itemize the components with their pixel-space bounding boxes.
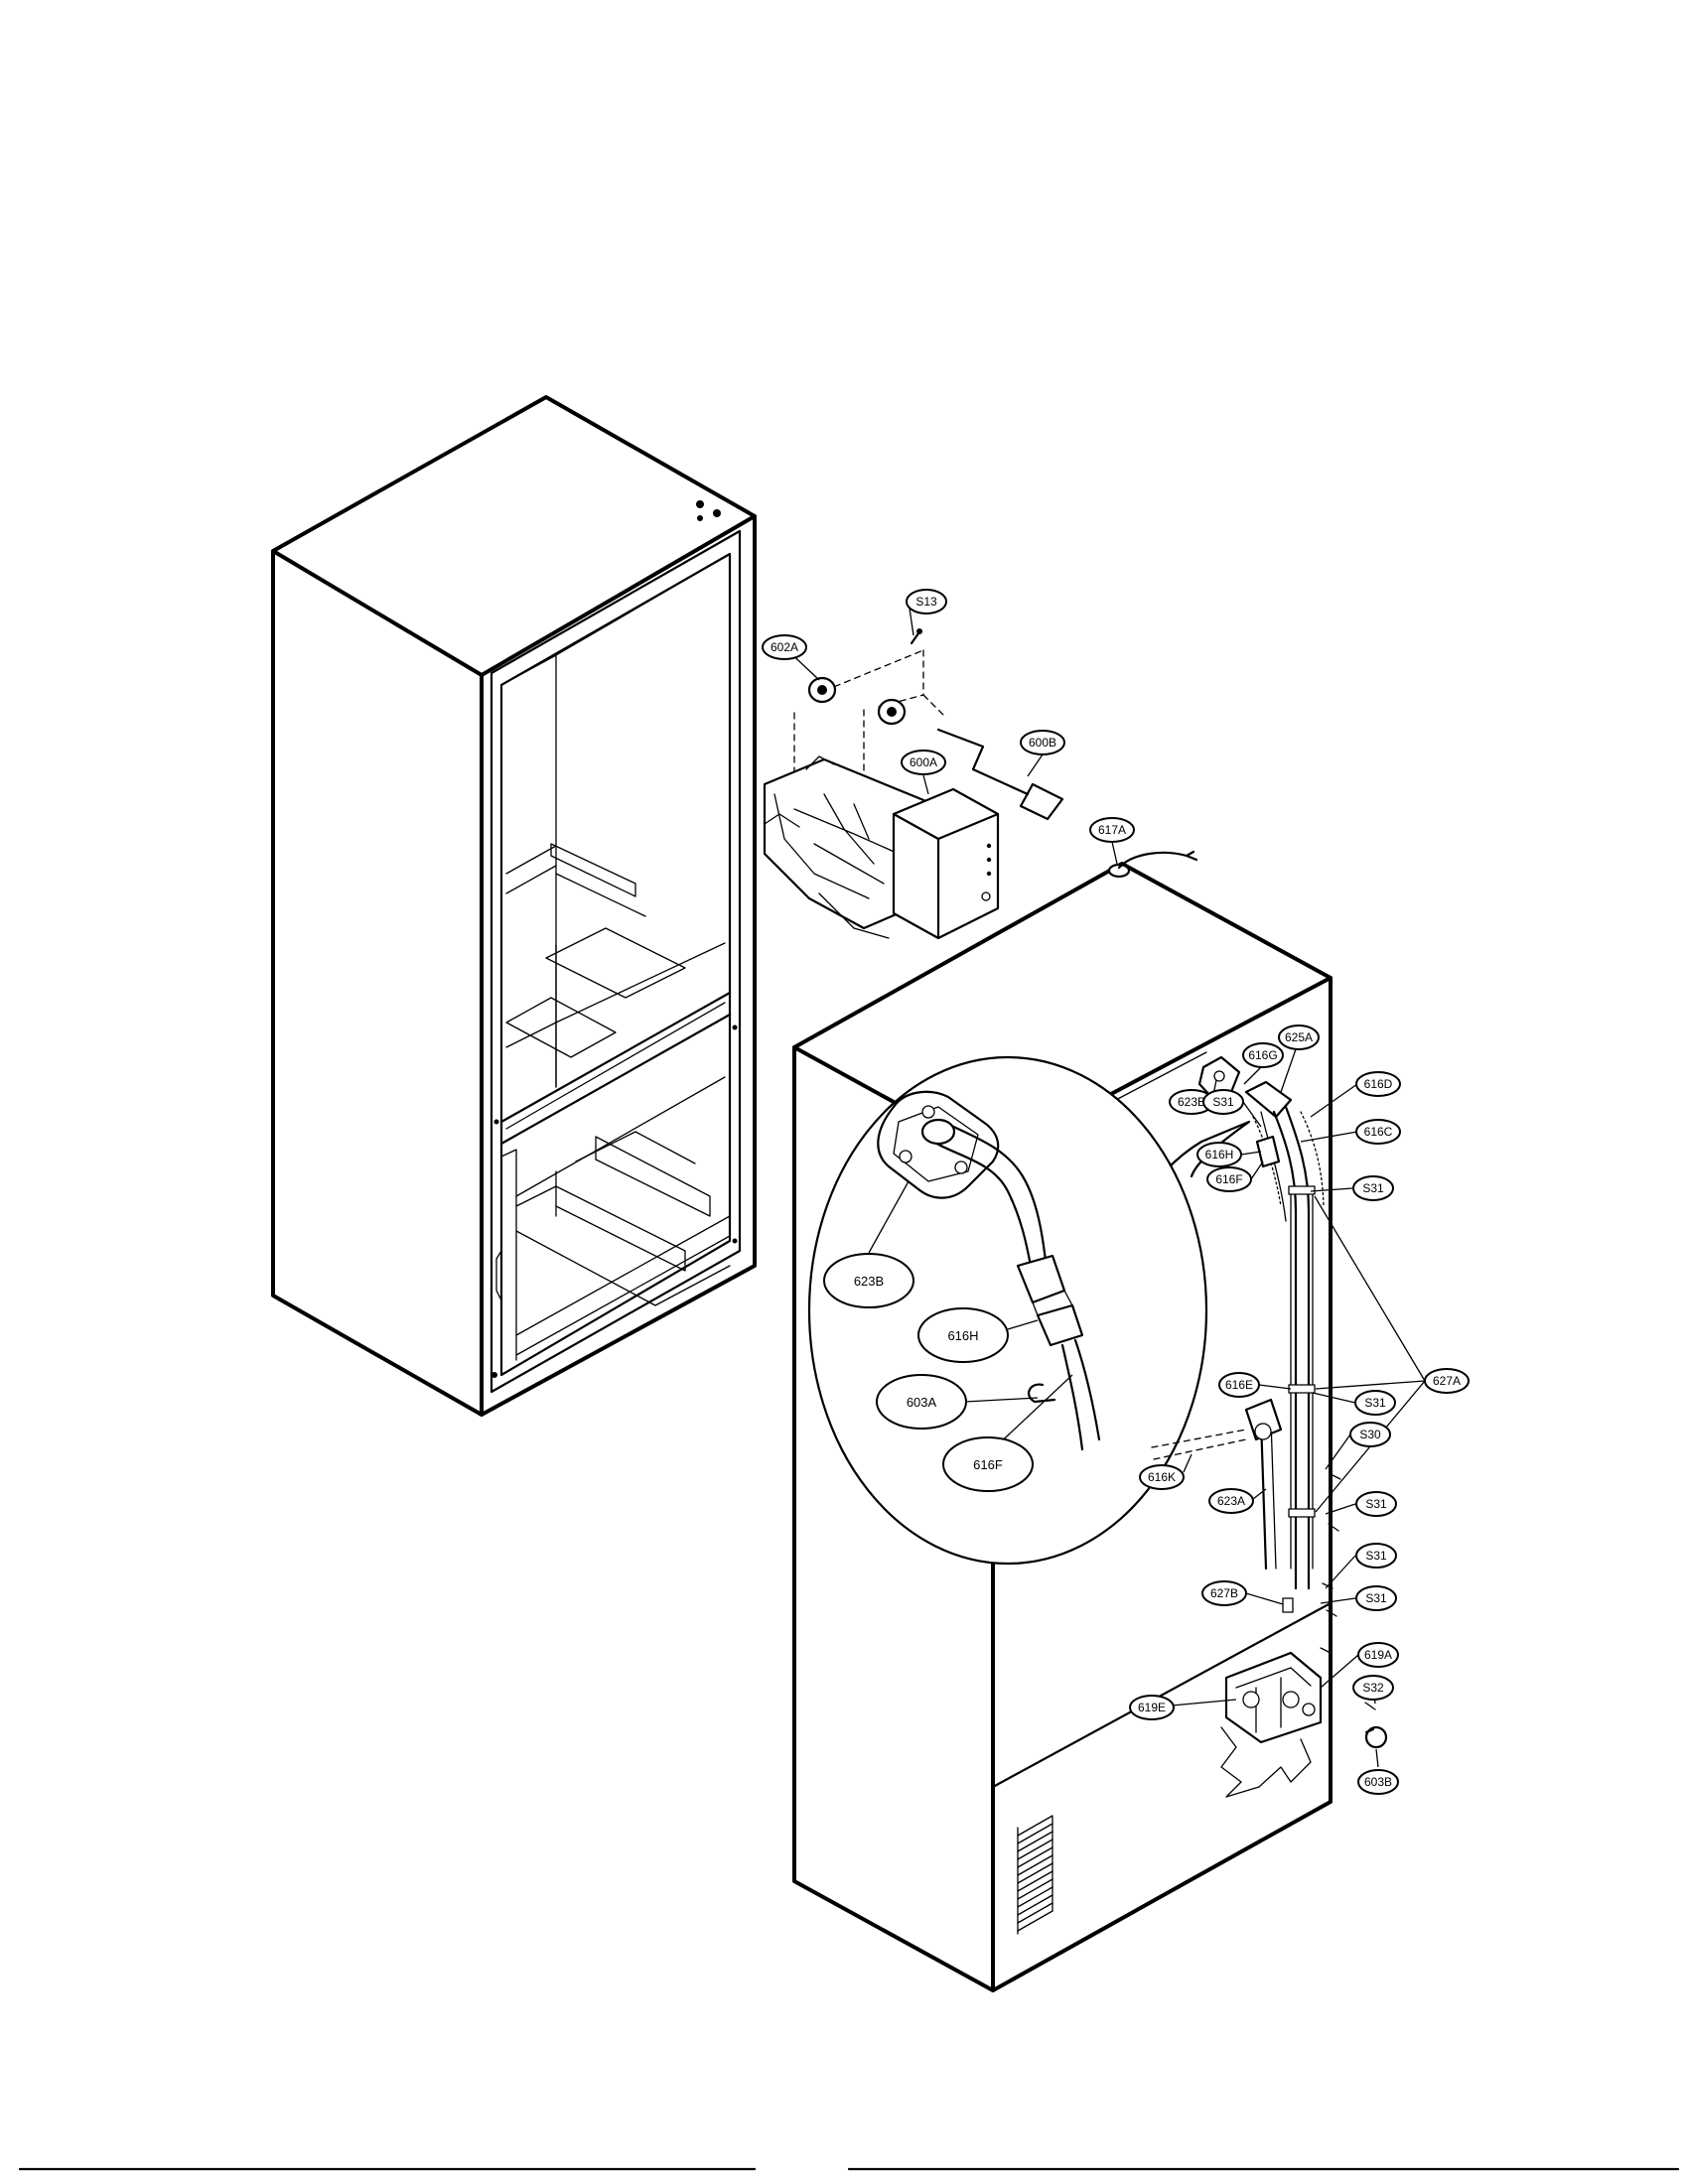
callout-603b: 603B (1357, 1769, 1399, 1795)
callout-s31-d: S31 (1355, 1491, 1397, 1517)
callout-619e: 619E (1129, 1695, 1175, 1720)
callout-s32: S32 (1352, 1675, 1394, 1701)
svg-text:S31: S31 (1365, 1497, 1387, 1511)
callout-627b: 627B (1201, 1580, 1247, 1606)
svg-text:S13: S13 (915, 595, 937, 609)
callout-616k: 616K (1139, 1464, 1185, 1490)
ice-maker-assembly (763, 628, 1064, 940)
svg-text:S30: S30 (1359, 1428, 1381, 1441)
cabinet-front-view (271, 395, 757, 1417)
svg-text:603A: 603A (907, 1395, 937, 1410)
water-line-assembly (1151, 1055, 1388, 1798)
svg-text:625A: 625A (1285, 1030, 1313, 1044)
svg-text:602A: 602A (771, 640, 798, 654)
callout-616c: 616C (1355, 1119, 1401, 1145)
callout-616h-small: 616H (1196, 1142, 1242, 1167)
callout-623b-detail: 623B (823, 1253, 914, 1308)
svg-text:600A: 600A (910, 755, 937, 769)
callout-s31-a: S31 (1202, 1089, 1244, 1115)
svg-text:616K: 616K (1148, 1470, 1176, 1484)
svg-text:623B: 623B (854, 1274, 884, 1289)
svg-text:616C: 616C (1364, 1125, 1393, 1139)
callout-616g: 616G (1242, 1042, 1284, 1068)
callout-616f-small: 616F (1206, 1166, 1252, 1192)
callout-s31-b: S31 (1352, 1175, 1394, 1201)
svg-text:616D: 616D (1364, 1077, 1393, 1091)
svg-text:619A: 619A (1364, 1648, 1392, 1662)
callout-s31-c: S31 (1354, 1390, 1396, 1416)
svg-text:616H: 616H (1205, 1148, 1234, 1161)
svg-text:603B: 603B (1364, 1775, 1392, 1789)
svg-text:627B: 627B (1210, 1586, 1238, 1600)
vent-grille (1017, 1815, 1053, 1935)
svg-text:617A: 617A (1098, 823, 1126, 837)
callout-617a: 617A (1089, 817, 1135, 843)
svg-text:616F: 616F (973, 1457, 1003, 1472)
callout-616e: 616E (1218, 1372, 1260, 1398)
callout-623a: 623A (1208, 1488, 1254, 1514)
callout-627a: 627A (1424, 1368, 1470, 1394)
svg-text:616E: 616E (1225, 1378, 1253, 1392)
callout-602a: 602A (762, 634, 807, 660)
callout-616d: 616D (1355, 1071, 1401, 1097)
callout-labels: S13 602A 600A 600B 617A 616G 625A 616D (762, 589, 1470, 1795)
svg-text:S31: S31 (1365, 1549, 1387, 1563)
callout-603a-detail: 603A (876, 1374, 967, 1430)
svg-text:616F: 616F (1215, 1172, 1242, 1186)
svg-text:627A: 627A (1433, 1374, 1461, 1388)
svg-text:S32: S32 (1362, 1681, 1384, 1695)
callout-600a: 600A (901, 750, 946, 775)
callout-619a: 619A (1357, 1642, 1399, 1668)
svg-text:616H: 616H (947, 1328, 978, 1343)
callout-600b: 600B (1020, 730, 1065, 755)
svg-text:619E: 619E (1138, 1701, 1166, 1714)
svg-text:616G: 616G (1248, 1048, 1277, 1062)
callout-625a: 625A (1278, 1024, 1320, 1050)
svg-text:S31: S31 (1364, 1396, 1386, 1410)
callout-616f-detail: 616F (942, 1436, 1034, 1492)
svg-text:S31: S31 (1362, 1181, 1384, 1195)
callout-s30: S30 (1349, 1422, 1391, 1447)
svg-text:S31: S31 (1212, 1095, 1234, 1109)
detail-zoom-oval (807, 1055, 1251, 1566)
svg-text:S31: S31 (1365, 1591, 1387, 1605)
svg-text:623A: 623A (1217, 1494, 1245, 1508)
callout-s13: S13 (906, 589, 947, 614)
callout-s31-f: S31 (1355, 1585, 1397, 1611)
svg-text:623B: 623B (1178, 1095, 1205, 1109)
callout-s31-e: S31 (1355, 1543, 1397, 1569)
svg-text:600B: 600B (1029, 736, 1056, 750)
callout-616h-detail: 616H (917, 1307, 1009, 1363)
cabinet-rear-view (792, 850, 1333, 1992)
